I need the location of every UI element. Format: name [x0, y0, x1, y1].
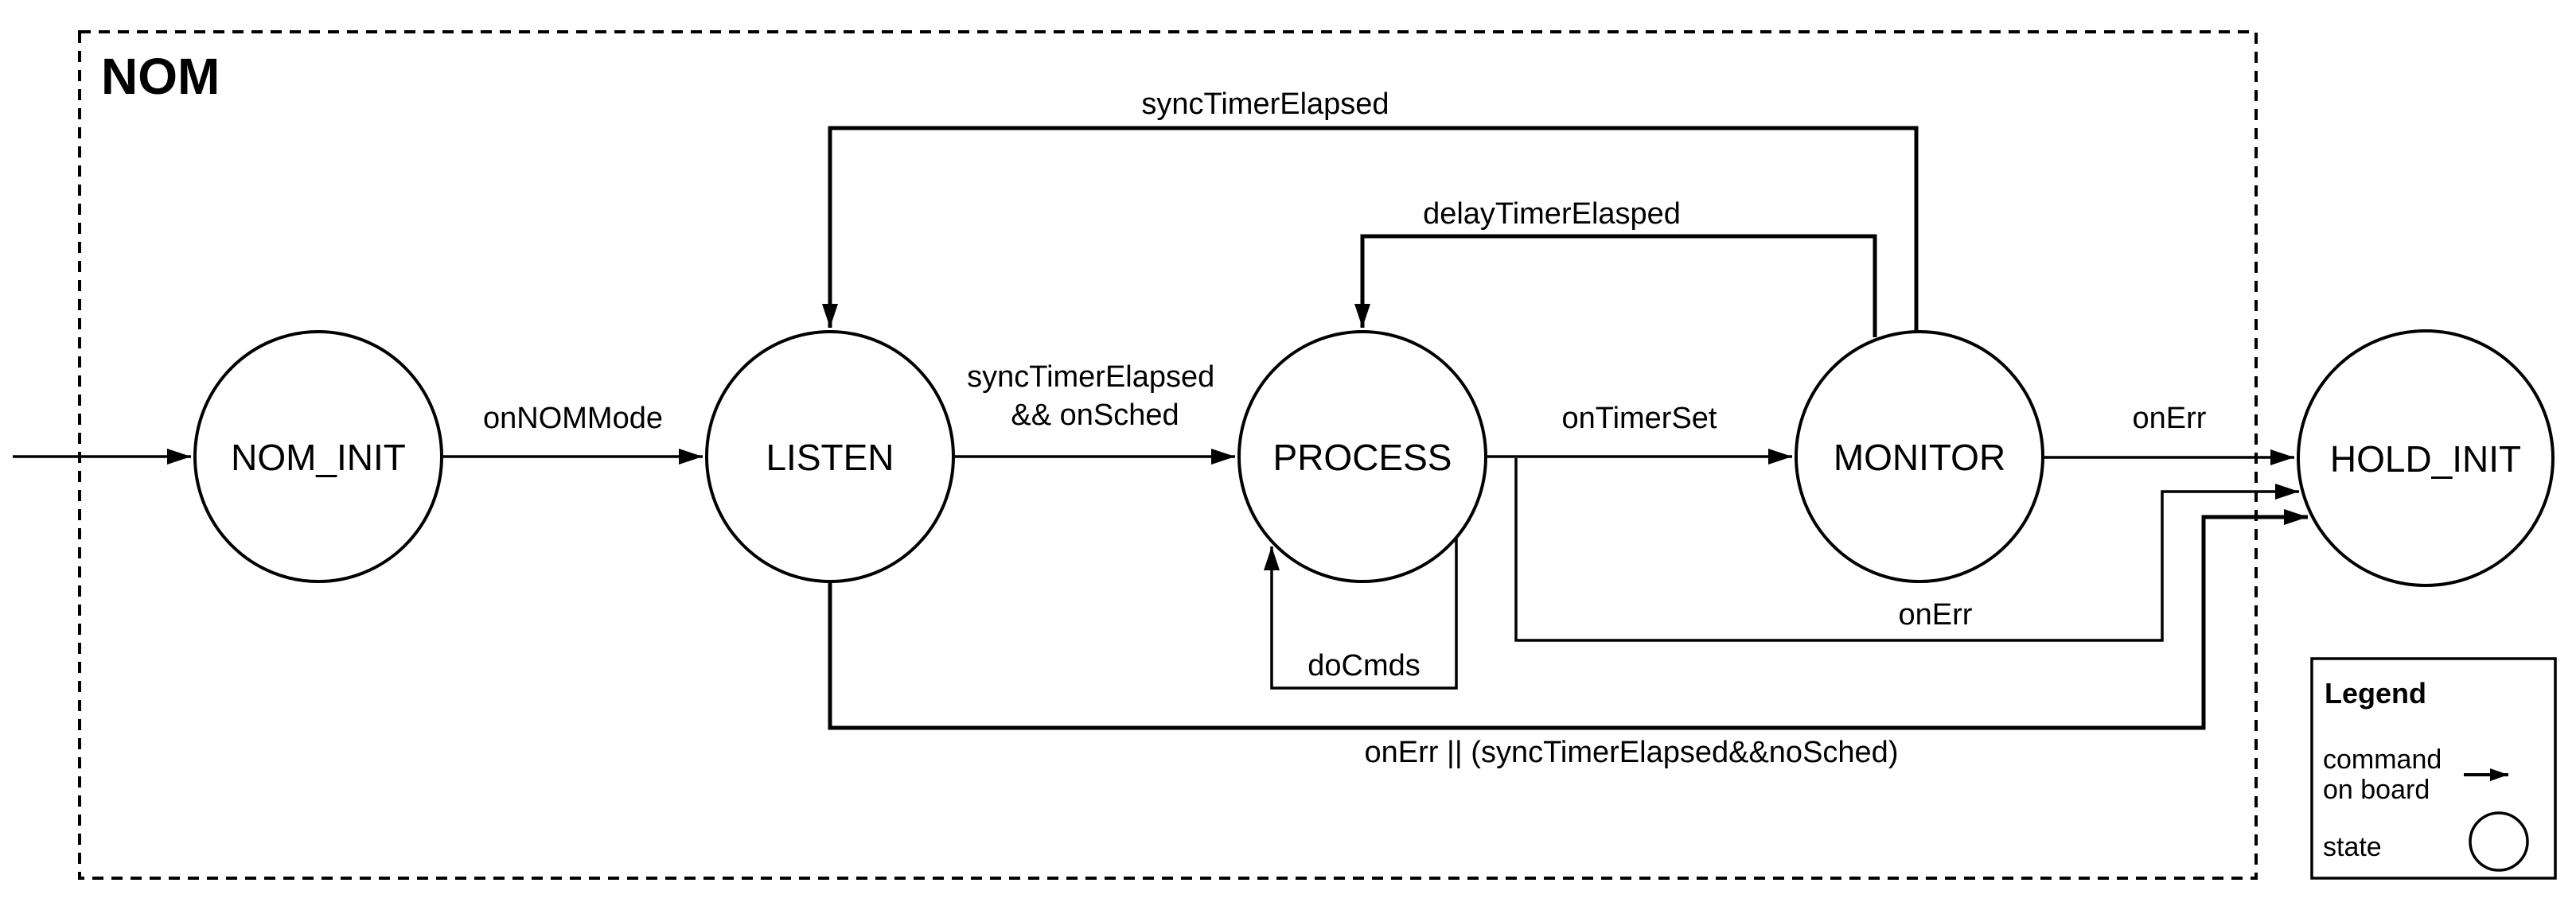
transition-label-sync-onsched-line2: && onSched: [1011, 399, 1179, 432]
transition-label-docmds: doCmds: [1307, 649, 1421, 682]
state-monitor: MONITOR: [1795, 330, 2044, 583]
legend-box: [2310, 657, 2557, 880]
nom-container-border: [78, 30, 2258, 880]
transition-monitor-to-process: [1354, 234, 1877, 337]
state-listen-shape: [705, 330, 955, 583]
transition-monitor-to-listen: [822, 126, 1919, 333]
state-monitor-shape: [1795, 330, 2044, 583]
transition-label-synctimerelapsed: syncTimerElapsed: [1141, 87, 1389, 121]
state-hold-init-label: HOLD_INIT: [2330, 438, 2521, 480]
transition-process-to-hold-init: [1514, 458, 2299, 642]
legend-command-label-line1: command: [2323, 745, 2442, 775]
state-monitor-label: MONITOR: [1834, 437, 2005, 478]
state-process: PROCESS: [1237, 330, 1487, 583]
legend-title: Legend: [2325, 677, 2426, 710]
transition-listen-to-hold-init: [828, 509, 2308, 730]
transition-label-ontimerset: onTimerSet: [1562, 402, 1717, 435]
state-listen-label: LISTEN: [766, 437, 894, 478]
state-process-label: PROCESS: [1273, 437, 1452, 478]
legend-command-label-line2: on board: [2323, 775, 2430, 805]
state-hold-init-shape: [2297, 329, 2555, 587]
transition-label-onerr-monitor: onErr: [2133, 402, 2207, 435]
transition-label-onnommode: onNOMMode: [483, 402, 663, 435]
transition-label-onerr-nosched: onErr || (syncTimerElapsed&&noSched): [1365, 736, 1899, 769]
transition-label-delaytimerelasped: delayTimerElasped: [1423, 197, 1681, 231]
transition-label-onerr-process: onErr: [1899, 598, 1973, 632]
nom-container-title: NOM: [101, 48, 220, 105]
legend-state-circle-icon: [2469, 811, 2529, 872]
transition-label-sync-onsched: syncTimerElapsed && onSched: [967, 360, 1223, 432]
state-listen: LISTEN: [705, 330, 955, 583]
state-hold-init: HOLD_INIT: [2297, 329, 2555, 587]
legend-state-label: state: [2323, 832, 2382, 862]
state-process-shape: [1237, 330, 1487, 583]
state-nom-init-label: NOM_INIT: [231, 437, 406, 478]
state-nom-init: NOM_INIT: [193, 330, 443, 583]
transition-process-self-loop: [1264, 538, 1458, 690]
legend-command-label: command on board: [2323, 745, 2449, 805]
legend: Legend command on board state: [2310, 657, 2557, 880]
state-nom-init-shape: [193, 330, 443, 583]
transition-label-sync-onsched-line1: syncTimerElapsed: [967, 360, 1214, 394]
